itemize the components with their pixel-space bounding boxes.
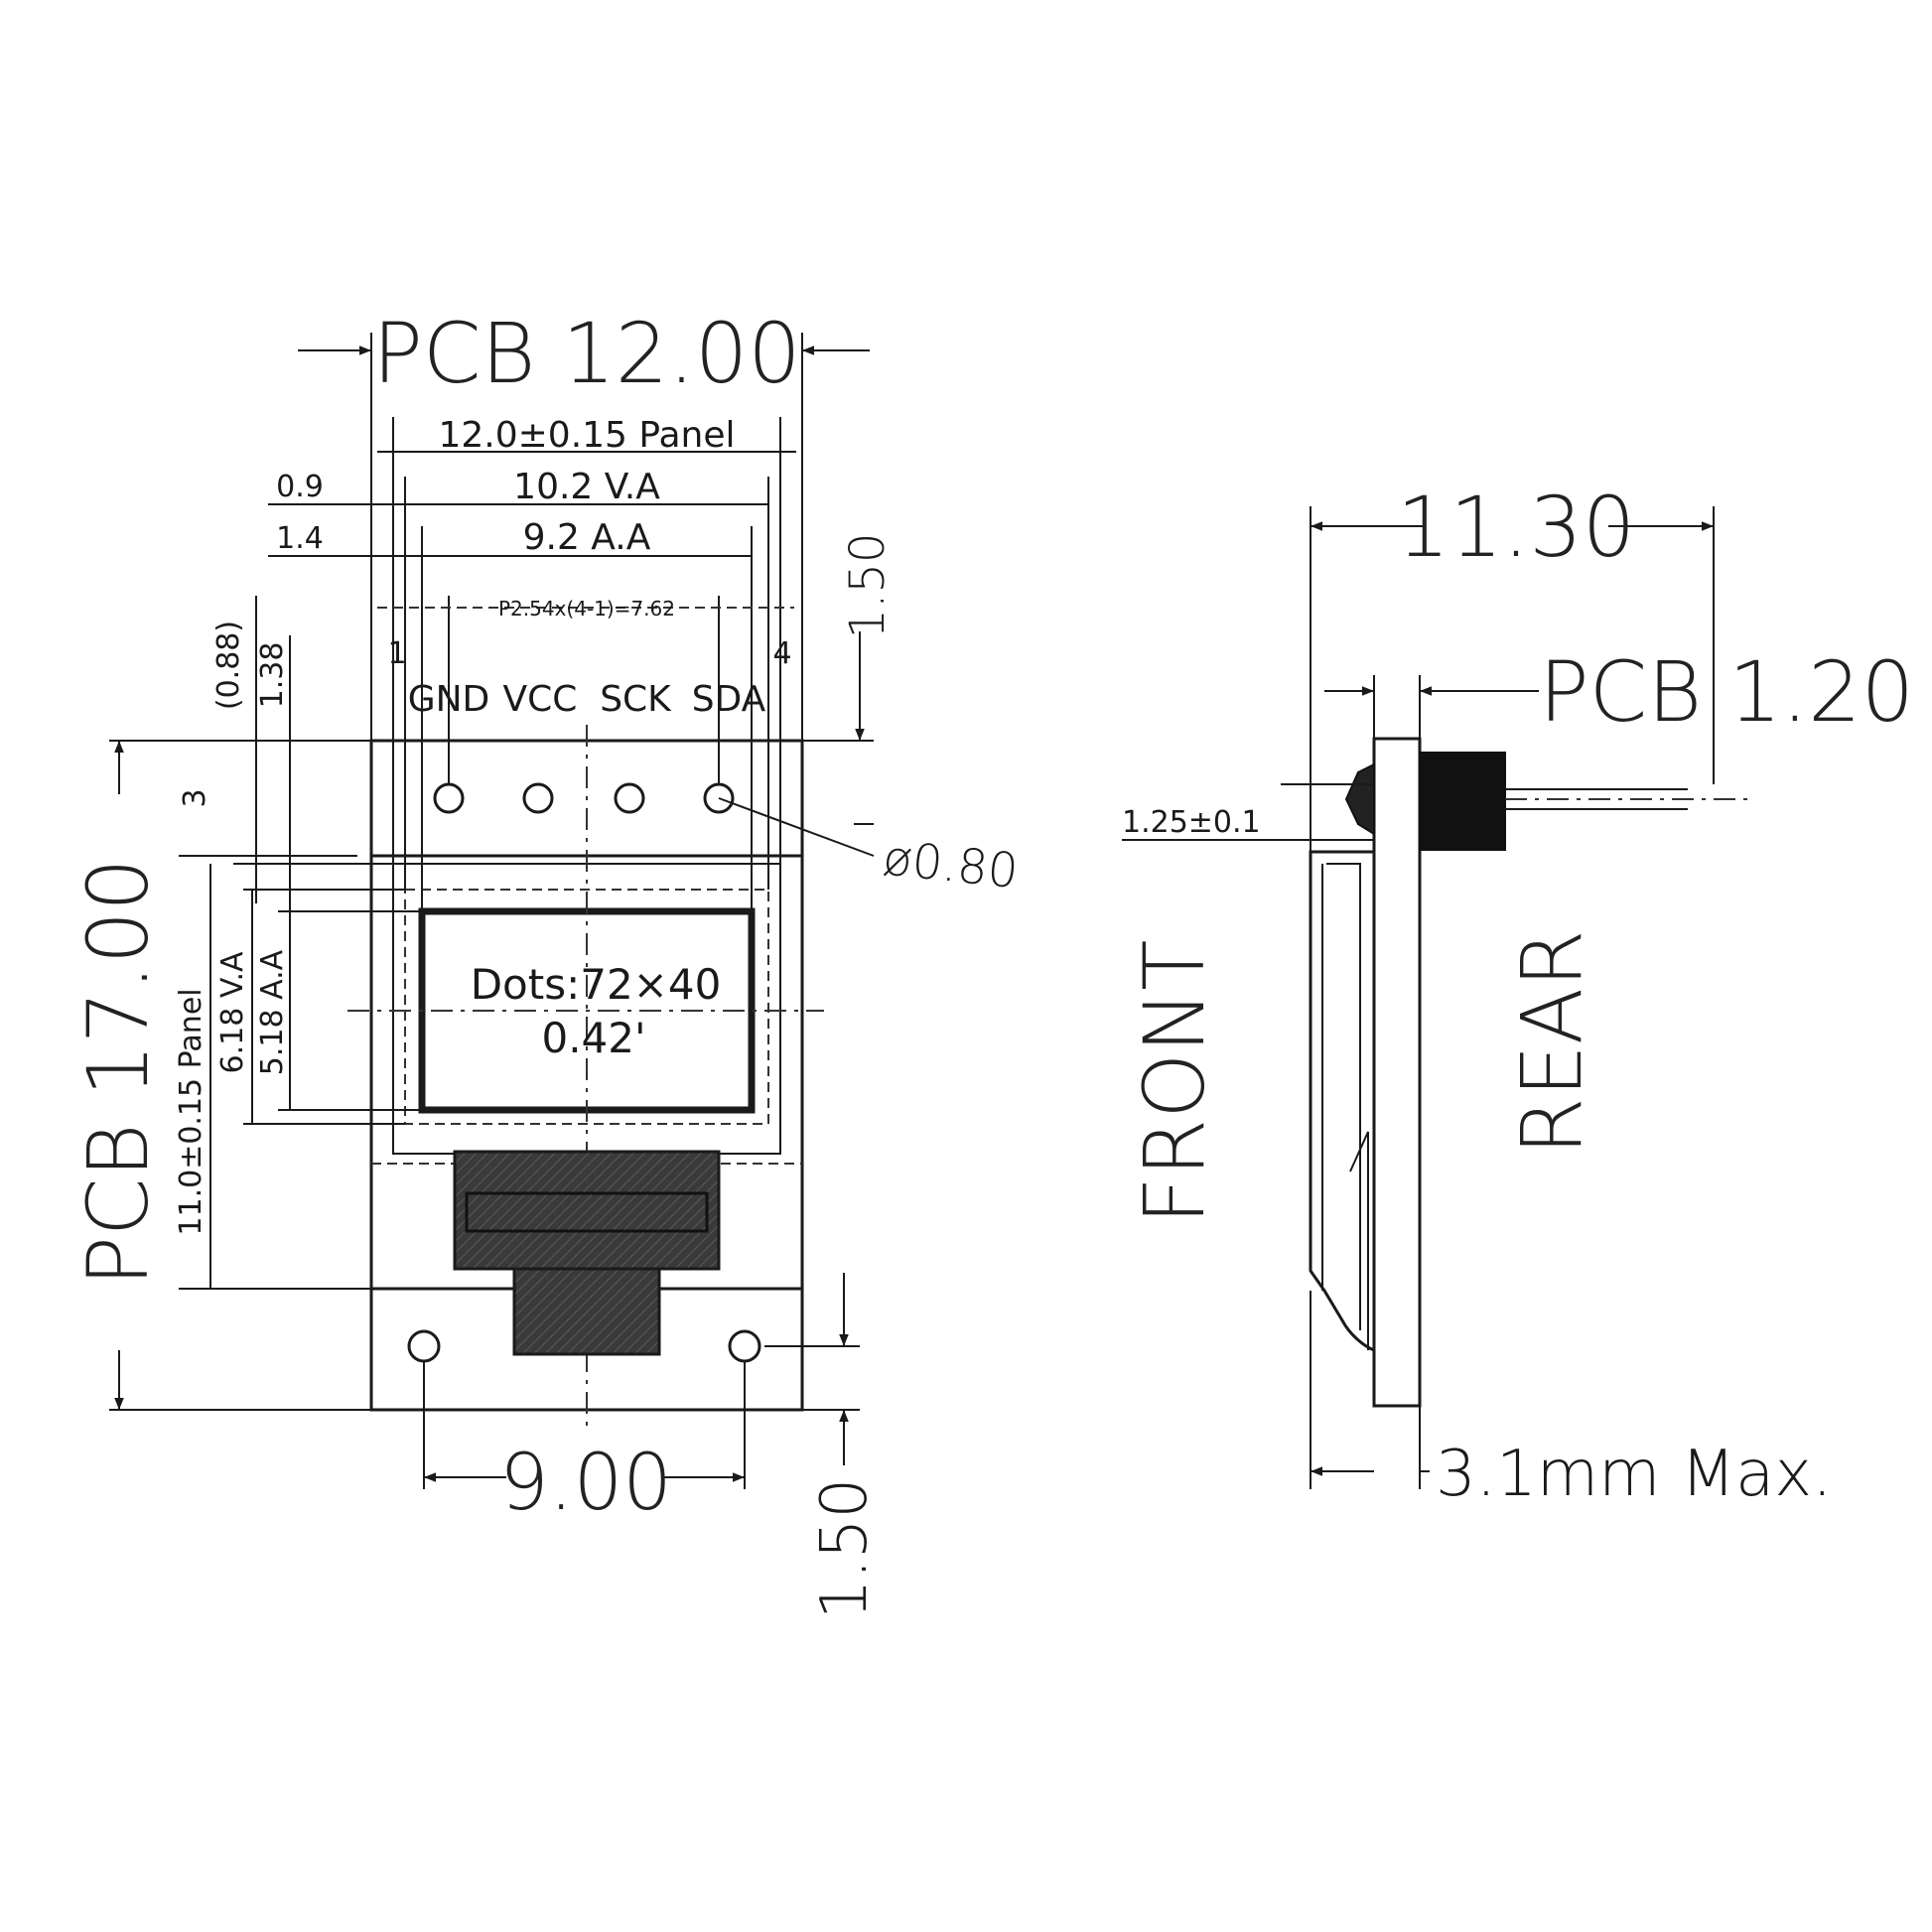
side-pin-header <box>1419 752 1506 851</box>
pin-label-sda: SDA <box>692 679 766 720</box>
fpc-tail-upper <box>453 1150 721 1271</box>
side-front-label: FRONT <box>1126 940 1223 1225</box>
hole-diameter-label: ø0.80 <box>881 830 1021 899</box>
aa-offset-label: 1.4 <box>276 521 324 556</box>
pin-label-gnd: GND <box>408 679 490 720</box>
aa-width-label: 9.2 A.A <box>523 517 651 558</box>
side-pin-offset-label: 1.25±0.1 <box>1122 805 1261 840</box>
offset-138-label: 1.38 <box>255 642 290 709</box>
pcb-height-label: PCB 17.00 <box>69 858 167 1286</box>
side-total-height-label: 11.30 <box>1397 479 1635 576</box>
pcb-width-label: PCB 12.00 <box>372 305 800 402</box>
va-height-label: 6.18 V.A <box>215 951 250 1074</box>
pin-label-vcc: VCC <box>503 679 578 720</box>
fpc-tail-lower <box>512 1267 661 1356</box>
pin-label-sck: SCK <box>600 679 672 720</box>
pin-hole-3 <box>614 782 645 814</box>
mount-hole-right <box>728 1329 761 1363</box>
offset-088-label: (0.88) <box>211 621 246 710</box>
side-pin-front <box>1344 762 1375 836</box>
pin-pitch-label: P2.54x(4-1)=7.62 <box>498 597 675 621</box>
display-dots-label: Dots:72×40 <box>471 960 722 1009</box>
panel-outline-inner <box>404 889 769 1125</box>
bottom-margin-label: 1.50 <box>808 1478 882 1620</box>
top-margin-label: 1.50 <box>840 533 896 639</box>
fpc-window <box>465 1191 709 1233</box>
side-view: 11.30 PCB 1.20 1.25±0.1 FRONT REAR 3.1mm… <box>1122 479 1914 1511</box>
va-width-label: 10.2 V.A <box>513 467 660 507</box>
panel-height-label: 11.0±0.15 Panel <box>174 988 208 1235</box>
front-view: PCB 12.00 12.0±0.15 Panel 10.2 V.A 0.9 9… <box>69 305 1021 1619</box>
mount-hole-left <box>407 1329 441 1363</box>
side-pcb-thickness-label: PCB 1.20 <box>1539 643 1914 741</box>
va-offset-label: 0.9 <box>276 470 324 504</box>
mount-hole-spacing-label: 9.00 <box>499 1439 672 1528</box>
pin-row-offset-label: 3 <box>178 788 212 807</box>
pin-first-number: 1 <box>387 636 406 671</box>
pin-last-number: 4 <box>772 636 791 671</box>
side-display-glass <box>1309 850 1376 1353</box>
display-size-label: 0.42' <box>541 1014 645 1062</box>
side-rear-label: REAR <box>1503 929 1600 1155</box>
aa-height-label: 5.18 A.A <box>255 949 290 1075</box>
side-max-thickness-label: 3.1mm Max. <box>1436 1438 1832 1511</box>
pin-hole-2 <box>522 782 554 814</box>
side-pcb <box>1372 737 1422 1408</box>
pin-hole-1 <box>433 782 465 814</box>
panel-width-label: 12.0±0.15 Panel <box>438 415 735 456</box>
